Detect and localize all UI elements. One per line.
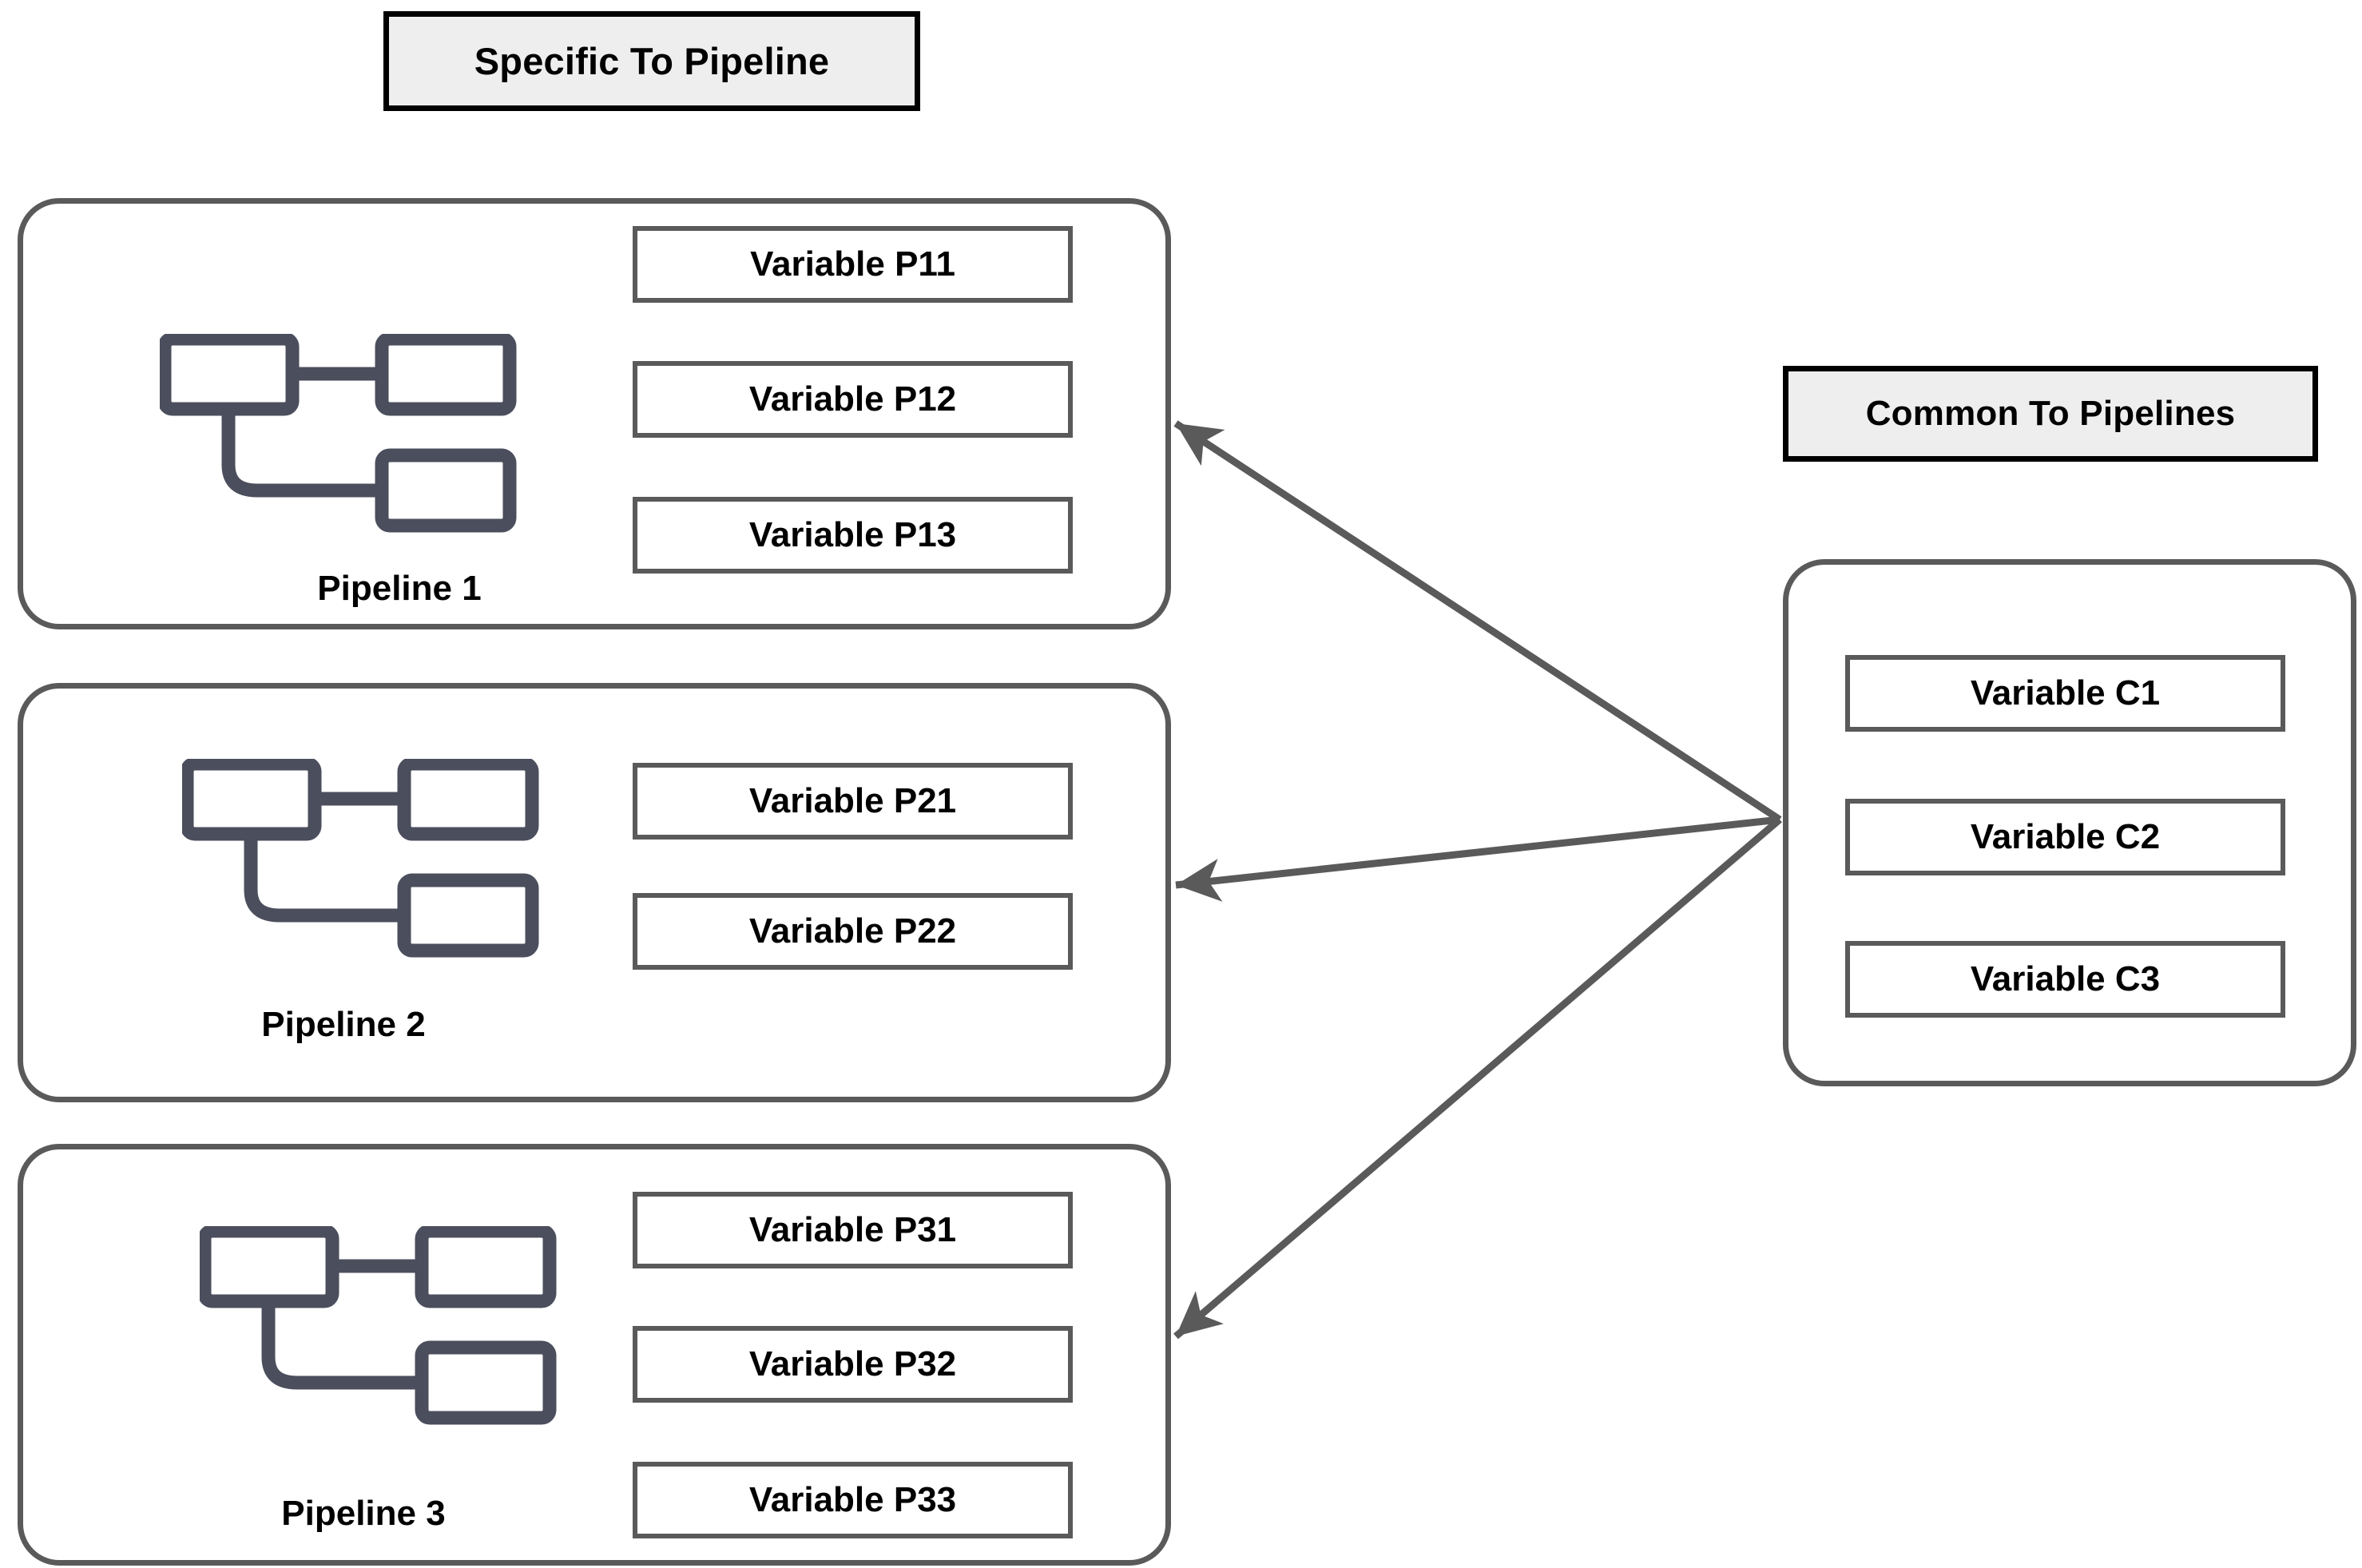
arrow-common-to-pipeline-3 (1173, 816, 1782, 1340)
arrow-common-to-pipeline-1 (1173, 420, 1782, 823)
variable-label: Variable C2 (1970, 817, 2161, 856)
legend-common-to-pipelines: Common To Pipelines (1783, 366, 2318, 462)
variable-label: Variable C1 (1970, 673, 2161, 713)
variable-box-c1[interactable]: Variable C1 (1845, 655, 2285, 732)
pipeline-node-tree-icon (160, 334, 517, 533)
variable-box-c3[interactable]: Variable C3 (1845, 941, 2285, 1018)
variable-box-p11[interactable]: Variable P11 (633, 226, 1073, 303)
variable-box-p31[interactable]: Variable P31 (633, 1192, 1073, 1268)
legend-common-label: Common To Pipelines (1865, 394, 2236, 433)
variable-label: Variable P11 (750, 244, 955, 284)
legend-specific-to-pipeline: Specific To Pipeline (383, 11, 920, 111)
pipeline-node-tree-icon (182, 759, 539, 958)
pipeline-node-tree-icon (200, 1226, 557, 1425)
variable-box-p33[interactable]: Variable P33 (633, 1462, 1073, 1538)
pipeline-group-2 (18, 683, 1171, 1102)
legend-specific-label: Specific To Pipeline (474, 40, 830, 82)
variable-box-c2[interactable]: Variable C2 (1845, 799, 2285, 875)
variable-label: Variable P22 (748, 911, 957, 951)
variable-label: Variable P12 (748, 379, 957, 419)
variable-box-p22[interactable]: Variable P22 (633, 893, 1073, 970)
variable-label: Variable P31 (748, 1210, 957, 1249)
variable-label: Variable C3 (1970, 959, 2161, 998)
variable-box-p13[interactable]: Variable P13 (633, 497, 1073, 574)
variable-label: Variable P33 (748, 1480, 957, 1519)
variable-box-p12[interactable]: Variable P12 (633, 361, 1073, 438)
pipeline-label-3: Pipeline 3 (281, 1494, 446, 1533)
arrow-common-to-pipeline-2 (1175, 816, 1780, 902)
variable-box-p21[interactable]: Variable P21 (633, 763, 1073, 840)
variable-label: Variable P13 (748, 515, 957, 554)
pipeline-label-1: Pipeline 1 (317, 569, 482, 608)
pipeline-label-2: Pipeline 2 (261, 1005, 426, 1044)
variable-box-p32[interactable]: Variable P32 (633, 1326, 1073, 1403)
variable-label: Variable P21 (748, 781, 957, 820)
variable-label: Variable P32 (748, 1344, 957, 1383)
